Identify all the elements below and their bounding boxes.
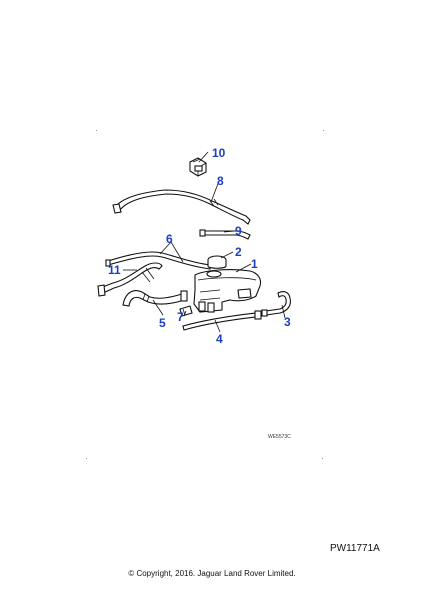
part-8-hose [112,189,251,225]
part-10-connector [189,157,207,177]
leader-6a [159,241,172,255]
callout-11: 11 [108,263,121,277]
part-11-bracket [97,262,163,297]
leader-3 [281,304,286,319]
crop-mark [86,458,87,459]
callout-7: 7 [177,310,184,324]
leader-8 [210,180,220,203]
callout-4: 4 [216,332,223,346]
part-2-cap [207,255,227,269]
callout-8: 8 [217,174,224,188]
leader-4 [214,319,221,333]
leader-9 [223,230,236,233]
leader-5 [152,299,164,316]
callout-6: 6 [166,232,173,246]
part-5-hose [122,290,188,307]
part-3-hose [261,291,291,317]
part-9-hose [199,229,251,240]
part-4-pipe [182,310,262,331]
leader-7 [183,310,187,317]
leader-6b [170,241,184,263]
callout-9: 9 [235,224,242,238]
leader-1 [235,263,252,273]
callout-1: 1 [251,257,258,271]
reference-code: WE5573C [268,434,291,440]
leader-10 [198,151,209,163]
part-1-tank [193,269,262,313]
crop-mark [96,130,97,131]
crop-mark [322,458,323,459]
part-6-pipe [105,251,211,270]
copyright-notice: © Copyright, 2016. Jaguar Land Rover Lim… [128,569,296,578]
callout-3: 3 [284,315,291,329]
diagram-id: PW11771A [330,543,380,554]
leader-2 [220,251,234,259]
crop-mark [323,130,324,131]
callout-5: 5 [159,316,166,330]
callout-2: 2 [235,245,242,259]
callout-10: 10 [212,146,226,160]
